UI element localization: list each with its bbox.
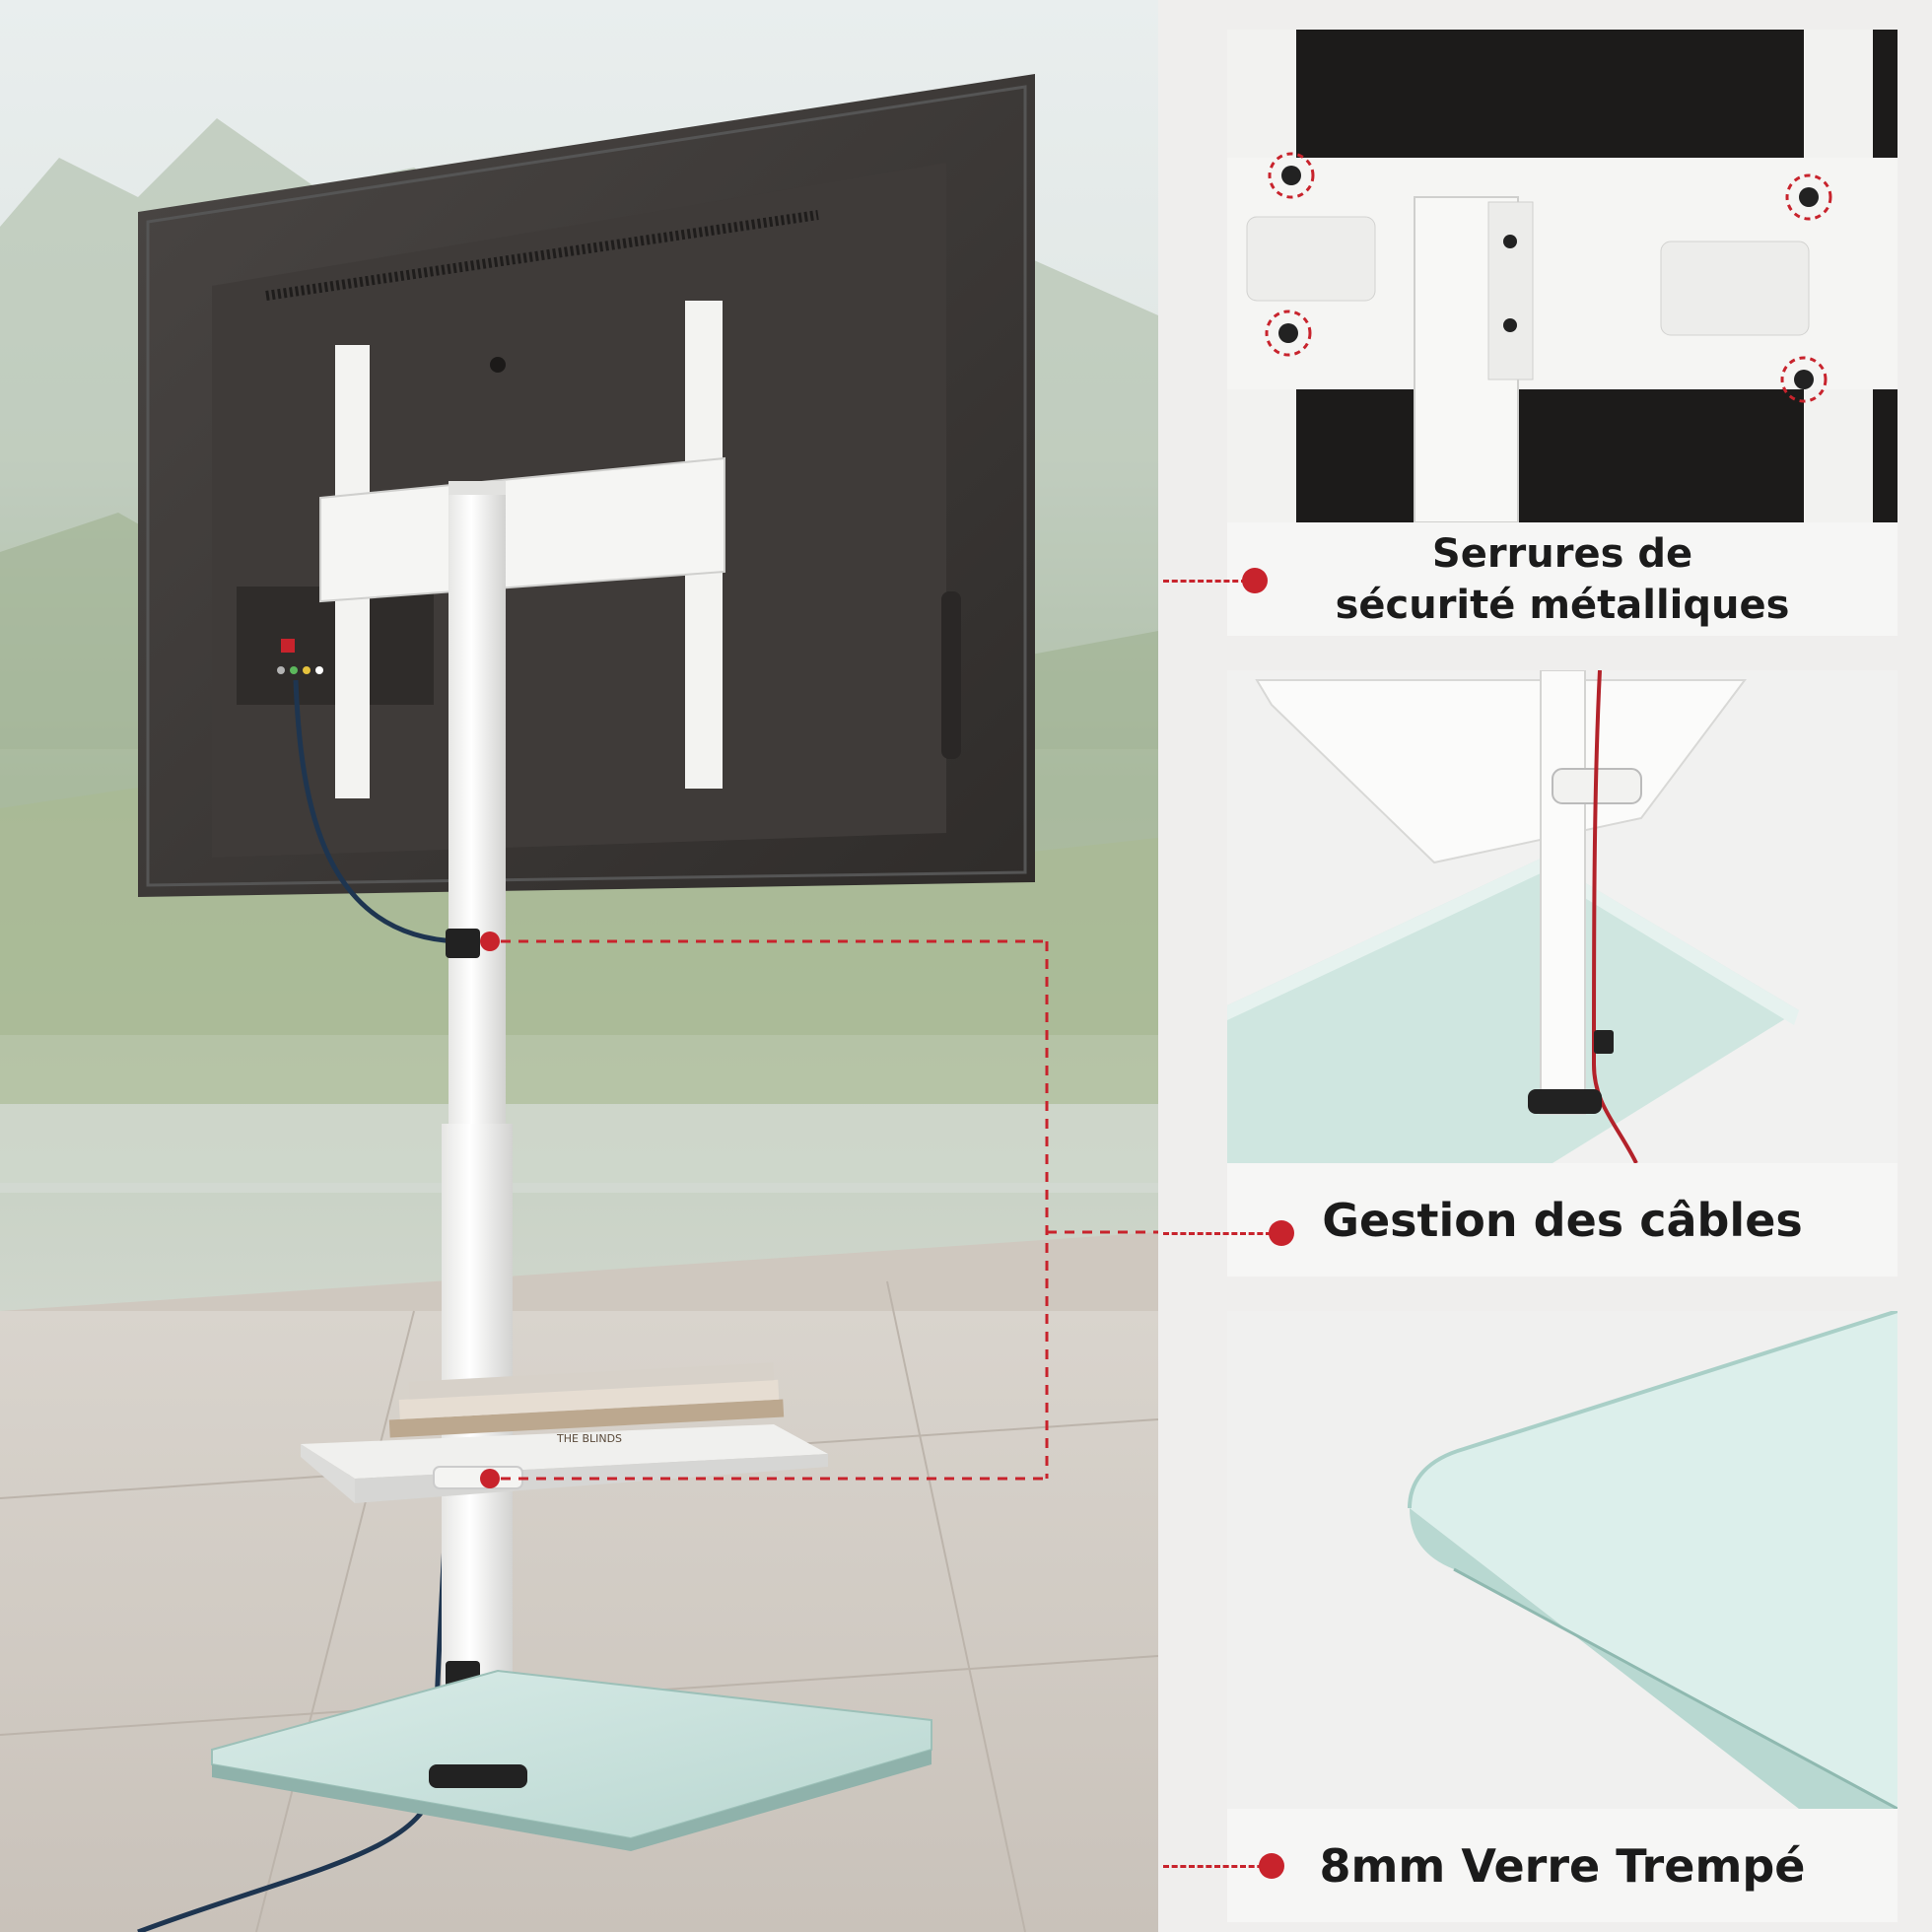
tv-stand-illustration: THE BLINDS [0,0,1158,1932]
glass-closeup-image [1227,1311,1898,1809]
cable-management-closeup [1227,670,1898,1163]
tempered-glass-closeup [1227,1311,1898,1809]
cables-caption-text: Gestion des câbles [1322,1193,1803,1247]
bracket-closeup-image [1227,30,1898,522]
locks-caption-line1: Serrures de [1431,530,1693,577]
book-spine-text: THE BLINDS [556,1432,622,1445]
glass-marker-dot [1259,1853,1284,1879]
cable-closeup-image [1227,670,1898,1163]
glass-leader-line [1163,1865,1272,1868]
cables-caption: Gestion des câbles [1227,1163,1898,1276]
locks-marker-dot [1242,568,1268,593]
locks-caption: Serrures de sécurité métalliques [1227,522,1898,636]
glass-caption: 8mm Verre Trempé [1227,1809,1898,1922]
glass-caption-text: 8mm Verre Trempé [1319,1838,1806,1893]
security-locks-closeup [1227,30,1898,522]
cables-marker-dot [1269,1220,1294,1246]
product-scene: THE BLINDS [0,0,1158,1932]
cables-leader-line [1163,1232,1272,1235]
locks-caption-line2: sécurité métalliques [1335,582,1790,628]
locks-leader-line [1163,580,1247,583]
